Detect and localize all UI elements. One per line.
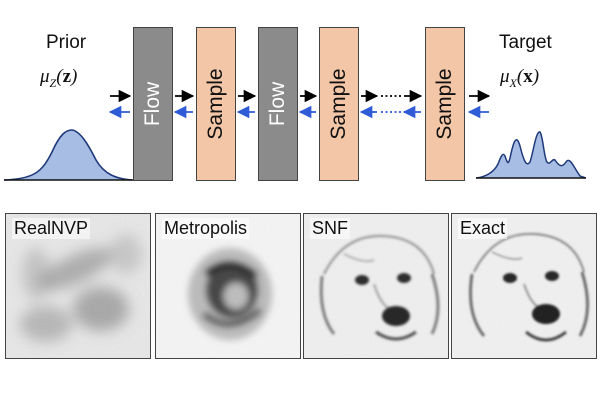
target-label: Target [499, 32, 552, 53]
snf-label: SNF [310, 218, 350, 239]
prior-density-curve [4, 129, 134, 181]
panel-metropolis: Metropolis [155, 213, 301, 359]
prior-label: Prior [46, 32, 87, 53]
target-density-line [476, 131, 586, 179]
sample-block-2: Sample [319, 27, 359, 181]
arrow-layer [108, 89, 491, 119]
realnvp-label: RealNVP [12, 218, 91, 239]
target-density-curve [476, 131, 586, 179]
flow-block-2: Flow [258, 27, 298, 181]
exact-label: Exact [458, 218, 508, 239]
prior-formula: μZ(z) [40, 66, 78, 90]
metropolis-label: Metropolis [162, 218, 250, 239]
panel-exact: Exact [451, 213, 597, 359]
panel-snf: SNF [303, 213, 449, 359]
target-formula: μX(x) [500, 66, 540, 90]
prior-density-fill [4, 130, 132, 180]
prior-density-line [4, 129, 133, 181]
panel-realnvp: RealNVP [5, 213, 151, 359]
sample-block-3: Sample [425, 27, 465, 181]
target-density-fill [476, 131, 586, 178]
flow-block-1: Flow [133, 27, 173, 181]
sample-block-1: Sample [196, 27, 236, 181]
